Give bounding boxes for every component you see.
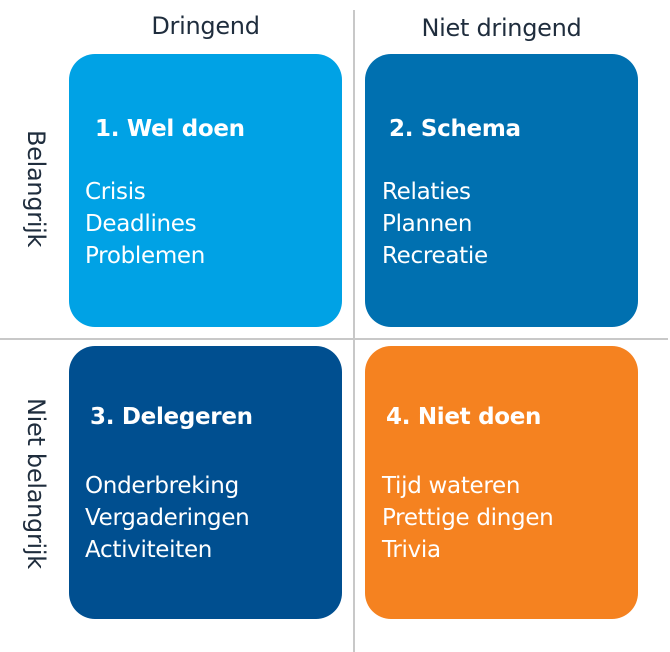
list-item: Problemen	[85, 243, 206, 269]
column-header-urgent: Dringend	[151, 12, 260, 40]
list-item: Crisis	[85, 179, 146, 205]
quadrant-items: Tijd wateren Prettige dingen Trivia	[382, 470, 554, 566]
quadrant-delegate: 3. Delegeren Onderbreking Vergaderingen …	[69, 346, 342, 619]
horizontal-divider	[0, 338, 668, 340]
list-item: Prettige dingen	[382, 505, 554, 531]
quadrant-eliminate: 4. Niet doen Tijd wateren Prettige dinge…	[365, 346, 638, 619]
column-header-not-urgent: Niet dringend	[421, 14, 582, 42]
list-item: Relaties	[382, 179, 471, 205]
list-item: Recreatie	[382, 243, 488, 269]
quadrant-title: 4. Niet doen	[386, 404, 542, 430]
quadrant-title: 3. Delegeren	[90, 404, 253, 430]
quadrant-items: Onderbreking Vergaderingen Activiteiten	[85, 470, 250, 566]
list-item: Deadlines	[85, 211, 197, 237]
list-item: Activiteiten	[85, 537, 213, 563]
quadrant-title: 2. Schema	[389, 116, 521, 142]
quadrant-title: 1. Wel doen	[95, 116, 245, 142]
list-item: Trivia	[382, 537, 441, 563]
vertical-divider	[353, 10, 355, 652]
list-item: Vergaderingen	[85, 505, 250, 531]
quadrant-do: 1. Wel doen Crisis Deadlines Problemen	[69, 54, 342, 327]
row-header-not-important: Niet belangrijk	[22, 398, 50, 569]
list-item: Onderbreking	[85, 473, 239, 499]
quadrant-items: Relaties Plannen Recreatie	[382, 176, 488, 272]
list-item: Tijd wateren	[382, 473, 521, 499]
quadrant-items: Crisis Deadlines Problemen	[85, 176, 205, 272]
list-item: Plannen	[382, 211, 473, 237]
row-header-important: Belangrijk	[22, 130, 50, 248]
quadrant-schedule: 2. Schema Relaties Plannen Recreatie	[365, 54, 638, 327]
